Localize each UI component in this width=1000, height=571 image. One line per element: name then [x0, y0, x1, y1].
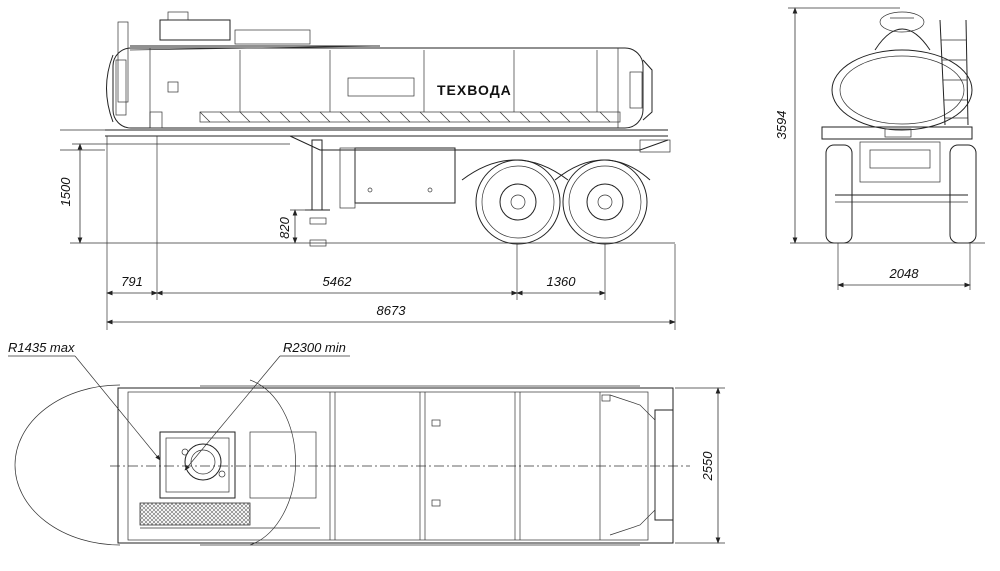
dim-3594: 3594: [774, 111, 789, 140]
label-r2300: R2300 min: [283, 340, 346, 355]
front-view: 3594 2048: [774, 7, 985, 290]
equipment-box: [249, 431, 317, 499]
rear-wheel-1: [475, 159, 561, 245]
logo-plate: [347, 77, 415, 97]
label-r1435: R1435 max: [8, 340, 75, 355]
dim-2550: 2550: [700, 451, 715, 482]
dim-2048: 2048: [889, 266, 920, 281]
tank-cross-section: [831, 49, 973, 131]
grating-platform: [139, 502, 251, 526]
radius-arc-turn: [249, 379, 296, 546]
rear-wheel-2: [562, 159, 648, 245]
dim-8673: 8673: [377, 303, 407, 318]
hatch-top-view: [159, 431, 236, 499]
tank-shell: [112, 47, 644, 129]
right-wheel: [949, 144, 977, 244]
left-wheel: [825, 144, 853, 244]
dim-820: 820: [277, 216, 292, 238]
dim-5462: 5462: [323, 274, 353, 289]
top-hatch: [159, 19, 231, 41]
brand-label: ТЕХВОДА: [437, 82, 512, 98]
top-view: R1435 max R2300 min: [8, 340, 725, 546]
tool-box: [354, 147, 456, 204]
dim-791: 791: [121, 274, 143, 289]
side-view: ТЕХВОДА: [58, 11, 676, 330]
ladder: [939, 19, 946, 126]
radius-arc-front: [14, 384, 121, 546]
dim-1500: 1500: [58, 177, 73, 207]
dim-1360: 1360: [547, 274, 577, 289]
